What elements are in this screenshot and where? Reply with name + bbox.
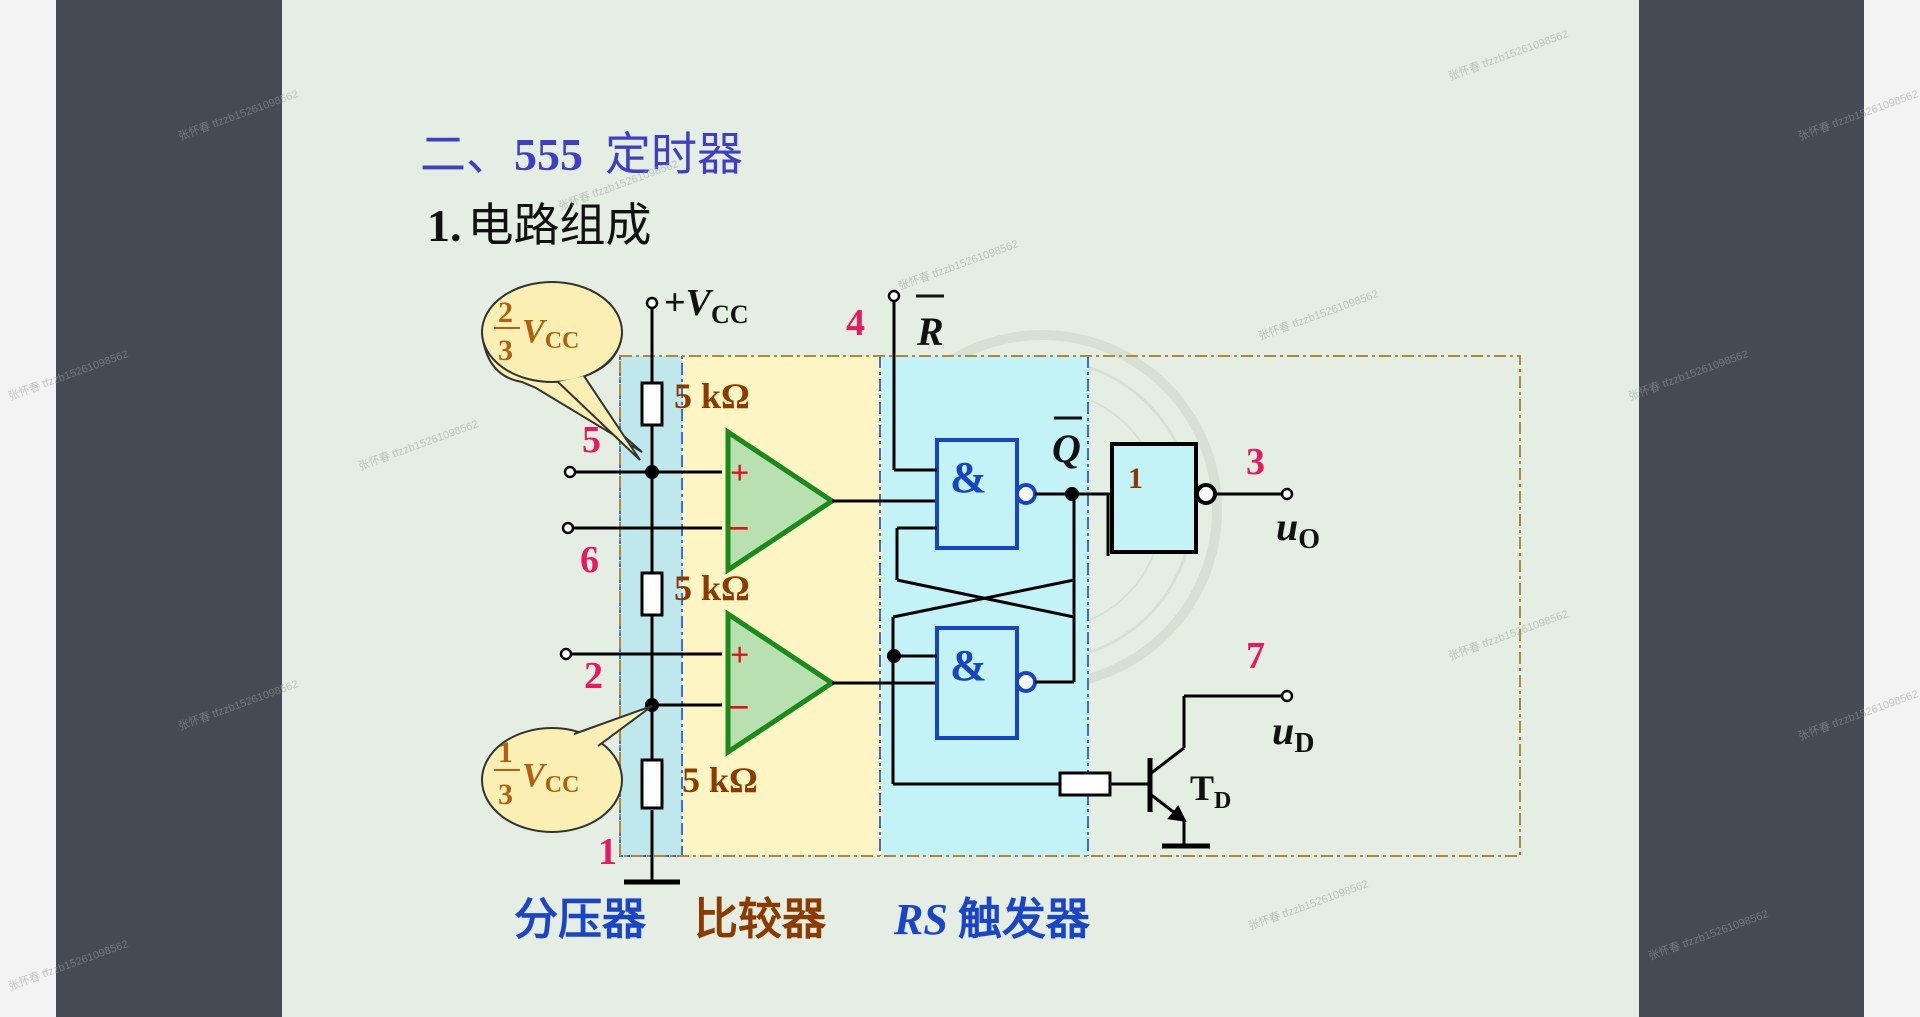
callout-top-vcc: VCC <box>522 313 579 354</box>
slide-subheading: 1.电路组成 <box>427 200 652 251</box>
callout-two-thirds: 2 3 VCC <box>480 280 643 461</box>
pin-6-label: 6 <box>580 539 599 581</box>
subheading-text: 电路组成 <box>468 200 652 251</box>
base-resistor <box>1058 771 1112 797</box>
nand-gate-bottom <box>935 626 1019 740</box>
resistor-bottom-value: 5 kΩ <box>682 760 758 800</box>
heading-prefix: 二、 <box>420 129 512 180</box>
resistor-middle <box>640 571 664 617</box>
right-dark-panel <box>1639 0 1864 1017</box>
callout-top-denominator: 3 <box>498 334 513 367</box>
callout-bottom-vcc: VCC <box>522 757 579 798</box>
caption-divider: 分压器 <box>514 895 647 944</box>
inverter-gate <box>1110 442 1198 554</box>
nand-bottom-bubble <box>1015 671 1037 693</box>
qbar-label: Q <box>1052 426 1081 471</box>
pin-3-label: 3 <box>1246 441 1265 483</box>
pin-1-label: 1 <box>598 831 617 873</box>
comp1-minus-sign: − <box>728 508 750 550</box>
pin2-terminal <box>559 647 573 661</box>
callout-one-third: 1 3 VCC <box>481 705 653 833</box>
pin-5-label: 5 <box>582 419 601 461</box>
caption-comparator: 比较器 <box>694 895 827 944</box>
slide: 二、555 定时器 1.电路组成 <box>282 0 1639 1017</box>
inverter-bubble <box>1195 483 1217 505</box>
input-wires <box>568 470 722 707</box>
comp1-plus-sign: + <box>730 455 749 492</box>
pin5-terminal <box>563 465 577 479</box>
nand-bottom-symbol: & <box>950 641 987 690</box>
callout-bottom-numerator: 1 <box>498 736 513 769</box>
left-dark-panel <box>56 0 282 1017</box>
slide-heading: 二、555 定时器 <box>420 129 743 180</box>
callout-bottom-denominator: 3 <box>498 778 513 811</box>
comparator-zone <box>682 356 882 856</box>
resistor-middle-value: 5 kΩ <box>674 568 750 608</box>
comp2-plus-sign: + <box>730 637 749 674</box>
vcc-terminal <box>645 296 659 310</box>
pin-7-label: 7 <box>1246 635 1265 677</box>
td-label: TD <box>1190 768 1231 814</box>
comparator-1 <box>725 427 837 575</box>
heading-number: 555 <box>514 129 583 180</box>
uo-label: uO <box>1276 504 1320 555</box>
divider-wires <box>624 303 680 885</box>
reset-label: R <box>916 309 944 354</box>
subheading-number: 1. <box>427 200 462 251</box>
vcc-label: +VCC <box>664 282 749 329</box>
reset-terminal <box>887 289 901 303</box>
pin4-node <box>887 649 901 663</box>
resistor-bottom <box>640 758 664 810</box>
ud-label: uD <box>1272 708 1314 759</box>
pin-4-label: 4 <box>846 302 865 344</box>
comp2-minus-sign: − <box>728 687 750 729</box>
heading-suffix: 定时器 <box>605 129 743 180</box>
nand-top-symbol: & <box>950 453 987 502</box>
transistor-td <box>1110 694 1282 849</box>
pin3-terminal <box>1280 487 1294 501</box>
resistor-top-value: 5 kΩ <box>674 376 750 416</box>
right-margin <box>1864 0 1920 1017</box>
comparator-output-wires <box>832 499 937 685</box>
left-margin <box>0 0 56 1017</box>
resistor-top <box>640 381 664 427</box>
callout-top-numerator: 2 <box>498 296 513 329</box>
nand-top-bubble <box>1015 483 1037 505</box>
pin7-terminal <box>1280 689 1294 703</box>
inverter-symbol: 1 <box>1128 462 1143 495</box>
comparator-2 <box>725 609 837 757</box>
pin-2-label: 2 <box>584 655 603 697</box>
circuit-diagram: 二、555 定时器 1.电路组成 <box>420 129 1521 944</box>
pin6-terminal <box>561 521 575 535</box>
